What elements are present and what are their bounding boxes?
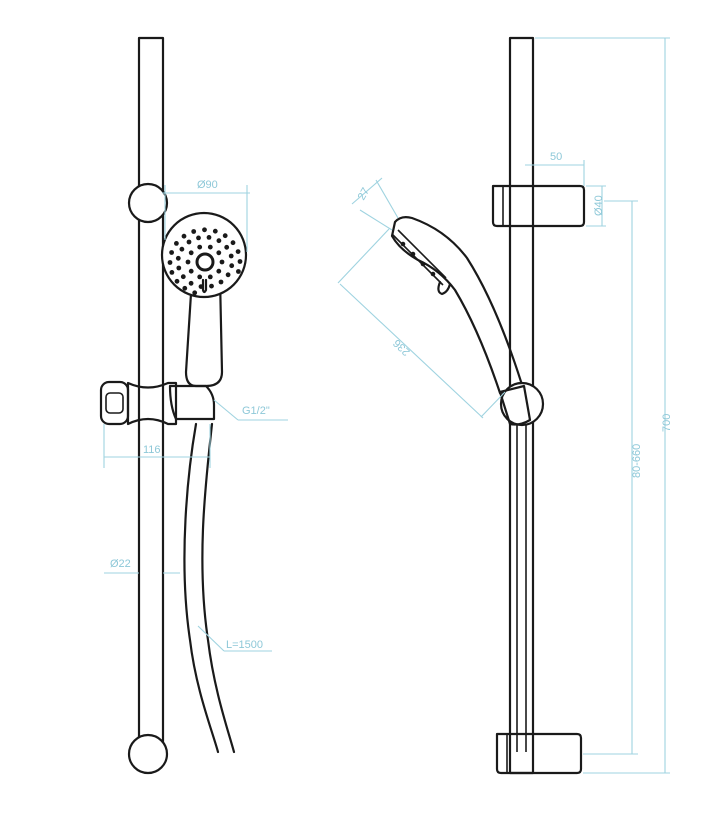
dim-head-diameter: Ø90 bbox=[197, 179, 218, 191]
front-spray-selector bbox=[201, 278, 208, 294]
dim-rail-diameter: Ø22 bbox=[110, 558, 131, 570]
front-handshower-handle bbox=[184, 276, 224, 388]
nozzle-hole bbox=[218, 279, 224, 285]
nozzle-hole bbox=[230, 240, 236, 246]
dim-connector-thread: G1/2" bbox=[242, 405, 270, 417]
nozzle-hole bbox=[196, 235, 201, 241]
front-head-nozzles bbox=[167, 227, 243, 296]
nozzle-hole bbox=[197, 244, 203, 250]
nozzle-hole bbox=[216, 250, 222, 256]
nozzle-hole bbox=[212, 228, 218, 234]
front-hose-inner bbox=[201, 422, 236, 754]
side-spray-selector bbox=[437, 280, 452, 296]
nozzle-hole bbox=[206, 235, 212, 240]
nozzle-hole bbox=[197, 274, 203, 280]
nozzle-hole bbox=[236, 269, 241, 274]
nozzle-hole bbox=[237, 259, 243, 264]
nozzle-hole bbox=[192, 290, 198, 296]
nozzle-hole bbox=[186, 239, 192, 245]
nozzle-hole bbox=[174, 241, 179, 246]
front-top-end-cap bbox=[127, 182, 169, 224]
nozzle-hole bbox=[225, 272, 231, 278]
dim-head-angle-depth: 27 bbox=[356, 186, 373, 203]
dim-holder-projection: 116 bbox=[143, 444, 161, 456]
nozzle-hole bbox=[175, 255, 181, 261]
nozzle-hole bbox=[182, 285, 188, 291]
side-slider-holder bbox=[499, 381, 545, 427]
nozzle-hole bbox=[185, 259, 191, 265]
nozzle-hole bbox=[176, 265, 182, 271]
dim-handshower-length: 236 bbox=[391, 337, 413, 358]
nozzle-hole bbox=[202, 227, 207, 233]
nozzle-hole bbox=[179, 246, 185, 252]
front-hose bbox=[183, 422, 220, 754]
dim-holder-height: Ø40 bbox=[593, 195, 605, 216]
front-swivel-connector bbox=[168, 384, 216, 421]
nozzle-hole bbox=[222, 233, 228, 239]
dim-holder-offset: 50 bbox=[550, 151, 562, 163]
nozzle-hole bbox=[216, 268, 222, 274]
nozzle-hole bbox=[188, 280, 194, 286]
nozzle-hole bbox=[169, 250, 175, 255]
side-holder-clip bbox=[498, 384, 532, 426]
nozzle-hole bbox=[188, 268, 194, 274]
nozzle-hole bbox=[167, 260, 173, 265]
dim-hose-length: L=1500 bbox=[226, 639, 263, 651]
nozzle-hole bbox=[216, 238, 222, 244]
front-adjust-knob bbox=[99, 380, 130, 426]
nozzle-hole bbox=[181, 233, 187, 239]
side-top-bracket bbox=[491, 184, 586, 228]
nozzle-hole bbox=[180, 274, 186, 280]
side-head-face bbox=[391, 233, 444, 286]
nozzle-hole bbox=[188, 250, 194, 256]
nozzle-hole bbox=[235, 249, 241, 255]
nozzle-hole bbox=[224, 244, 230, 250]
nozzle-hole bbox=[207, 274, 213, 280]
side-view: 27 236 50 Ø40 80-660 700 bbox=[337, 36, 673, 775]
dim-total-height: 700 bbox=[661, 414, 673, 432]
front-bottom-end-cap bbox=[127, 733, 169, 775]
dim-adjustable-range: 80-660 bbox=[631, 444, 643, 478]
front-slider-holder bbox=[126, 381, 178, 426]
nozzle-hole bbox=[169, 270, 175, 275]
nozzle-hole bbox=[209, 283, 214, 289]
side-head-nozzle-row bbox=[397, 229, 447, 279]
nozzle-hole bbox=[174, 278, 180, 284]
nozzle-hole bbox=[228, 253, 234, 259]
front-view: Ø90 G1/2" 116 Ø22 L=1500 bbox=[99, 36, 288, 775]
front-adjust-knob-grip bbox=[105, 392, 124, 414]
front-head-center-ring bbox=[195, 252, 215, 272]
nozzle-hole bbox=[229, 263, 235, 269]
nozzle-hole bbox=[219, 259, 225, 265]
nozzle-hole bbox=[207, 244, 213, 250]
nozzle-hole bbox=[191, 229, 197, 234]
front-rail bbox=[137, 36, 165, 760]
side-bottom-bracket bbox=[495, 732, 583, 775]
